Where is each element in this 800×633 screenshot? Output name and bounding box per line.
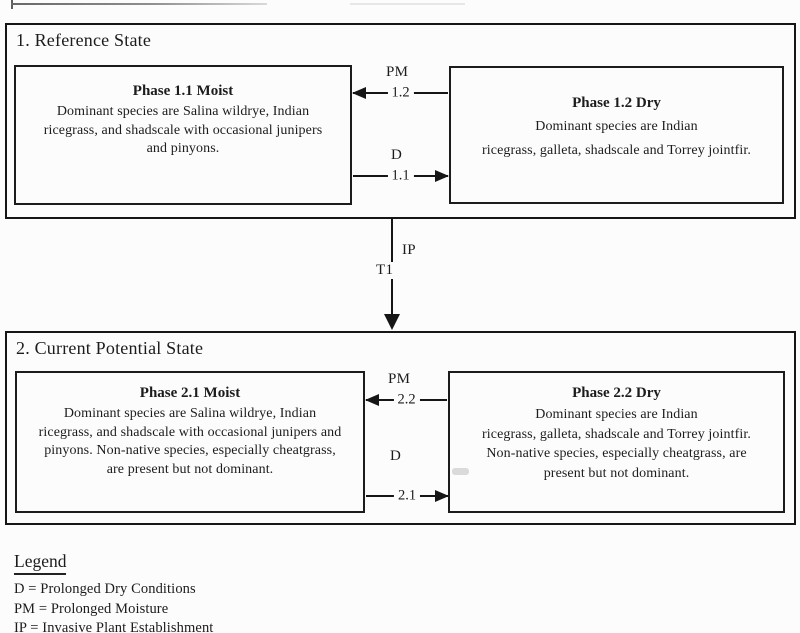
phase-1-1-text: and pinyons. <box>146 141 220 156</box>
legend-item-ip: IP = Invasive Plant Establishment <box>14 620 214 633</box>
pathway-code: 2.2 <box>393 391 420 409</box>
pathway-arrow-d-2: 2.1 <box>365 487 449 505</box>
phase-2-1-text: pinyons. Non-native species, especially … <box>44 443 336 458</box>
d-driver-label: D <box>390 448 402 464</box>
phase-1-2-text: Dominant species are Indian <box>535 119 698 134</box>
phase-1-1-text: Dominant species are Salina wildrye, Ind… <box>56 104 310 119</box>
phase-2-2-box: Phase 2.2 Dry Dominant species are India… <box>448 371 785 513</box>
pathway-code: 1.2 <box>387 84 414 102</box>
phase-2-2-title: Phase 2.2 Dry <box>572 385 661 401</box>
arrowhead-right-icon <box>435 170 449 182</box>
phase-2-1-text: ricegrass, and shadscale with occasional… <box>38 424 342 440</box>
pathway-arrow-pm-2: 2.2 <box>365 391 448 409</box>
pm-driver-label: PM <box>386 64 409 80</box>
phase-1-2-text: ricegrass, galleta, shadscale and Torrey… <box>482 143 751 158</box>
arrowhead-left-icon <box>365 394 379 406</box>
reference-state-title: 1. Reference State <box>16 30 152 50</box>
phase-1-1-text: ricegrass, and shadscale with occasional… <box>43 122 323 138</box>
d-driver-label: D <box>391 147 403 163</box>
legend-item-pm: PM = Prolonged Moisture <box>14 600 169 617</box>
scan-artifact <box>452 468 469 475</box>
legend-title: Legend <box>14 551 67 575</box>
phase-2-2-text: Non-native species, especially cheatgras… <box>486 446 747 461</box>
transition-t1-label: T1 <box>374 262 396 279</box>
phase-2-1-box: Phase 2.1 Moist Dominant species are Sal… <box>15 371 365 513</box>
cropped-edge-line-faint <box>350 3 465 5</box>
legend-item-d: D = Prolonged Dry Conditions <box>14 581 196 597</box>
phase-2-1-title: Phase 2.1 Moist <box>139 385 241 401</box>
cropped-edge-line <box>11 3 267 5</box>
ip-driver-label: IP <box>402 242 416 258</box>
phase-1-2-box: Phase 1.2 Dry Dominant species are India… <box>449 66 784 204</box>
pathway-code: 2.1 <box>393 487 421 505</box>
phase-2-2-text: Dominant species are Indian <box>535 407 698 422</box>
arrowhead-right-icon <box>435 490 449 502</box>
phase-1-1-title: Phase 1.1 Moist <box>132 83 234 99</box>
pathway-arrow-pm-1: 1.2 <box>352 84 449 102</box>
arrowhead-down-icon <box>384 314 400 330</box>
phase-2-1-text: are present but not dominant. <box>106 461 274 477</box>
legend: Legend D = Prolonged Dry Conditions PM =… <box>14 551 213 633</box>
pathway-arrow-d-1: 1.1 <box>352 167 449 185</box>
reference-state-box: 1. Reference State <box>5 23 796 219</box>
pm-driver-label: PM <box>388 371 411 387</box>
phase-1-1-box: Phase 1.1 Moist Dominant species are Sal… <box>14 65 352 205</box>
phase-2-2-text: ricegrass, galleta, shadscale and Torrey… <box>482 426 751 442</box>
current-potential-state-title: 2. Current Potential State <box>16 338 204 358</box>
arrowhead-left-icon <box>352 87 366 99</box>
current-potential-state-box: 2. Current Potential State <box>5 331 796 525</box>
phase-2-2-text: present but not dominant. <box>543 465 690 481</box>
phase-2-1-text: Dominant species are Salina wildrye, Ind… <box>63 406 317 421</box>
pathway-code: 1.1 <box>387 167 414 185</box>
phase-1-2-title: Phase 1.2 Dry <box>572 95 661 111</box>
